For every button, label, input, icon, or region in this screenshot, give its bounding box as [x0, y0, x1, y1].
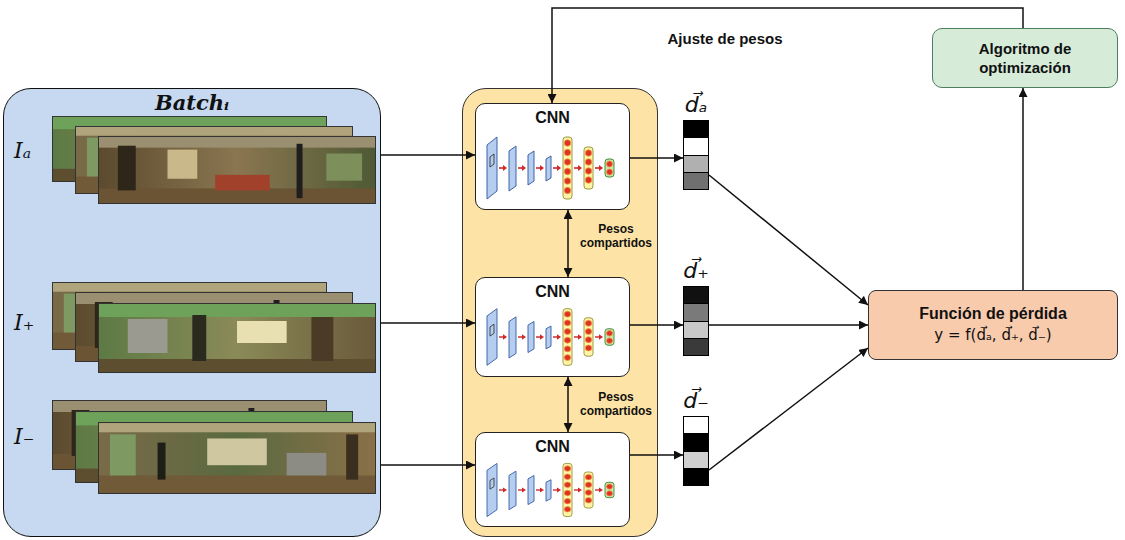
connector-arrow — [630, 157, 683, 159]
optimizer-box: Algoritmo de optimización — [932, 28, 1118, 88]
loss-box: Función de pérdiday = f(d⃗ₐ, d⃗₊, d⃗₋) — [868, 290, 1118, 360]
illustration-part — [381, 8, 1023, 470]
vector-cell — [684, 121, 708, 137]
node-text: Batchᵢ — [4, 89, 380, 115]
illustration-part — [98, 136, 376, 204]
illustration-part — [75, 292, 353, 362]
vector-cells — [683, 120, 709, 190]
connector-arrow — [630, 324, 683, 326]
node-text: d⃗ₐ — [683, 92, 709, 118]
vector-cell — [684, 468, 708, 485]
vector-cell — [684, 303, 708, 320]
descriptor-vector: d⃗₊ — [683, 258, 709, 356]
connector-arrow — [709, 324, 868, 326]
illustration-part — [52, 282, 327, 350]
illustration-part — [75, 126, 353, 194]
image-label: Iₐ — [14, 138, 31, 164]
connector-arrow — [381, 154, 475, 156]
illustration-part — [98, 422, 376, 494]
connector-arrow — [1022, 88, 1024, 290]
vector-cell — [684, 338, 708, 355]
connector-arrow — [709, 175, 868, 305]
cnn-network-icon — [487, 137, 614, 517]
node-text: CNN — [476, 104, 629, 127]
node-text: d⃗₊ — [683, 258, 709, 284]
cnn-box: CNN — [475, 432, 630, 527]
vector-cells — [683, 416, 709, 486]
node-text: y = f(d⃗ₐ, d⃗₊, d⃗₋) — [934, 324, 1051, 346]
image-label: I₊ — [14, 310, 34, 336]
vector-cell — [684, 417, 708, 433]
vector-cell — [684, 321, 708, 338]
connector-arrow — [381, 322, 475, 324]
node-text: CNN — [476, 278, 629, 301]
vector-cell — [684, 155, 708, 172]
illustration-part — [52, 400, 327, 470]
edge-label: Pesos compartidos — [578, 390, 654, 418]
vector-cell — [684, 451, 708, 468]
image-label: I₋ — [14, 424, 34, 450]
vector-cell — [684, 287, 708, 303]
cnn-box: CNN — [475, 277, 630, 377]
edge-label: Ajuste de pesos — [640, 30, 810, 48]
connector-arrow — [709, 348, 868, 470]
node-text: Algoritmo de optimización — [943, 39, 1107, 77]
illustration-part — [75, 411, 353, 483]
image-stack — [52, 282, 376, 373]
vector-cell — [684, 172, 708, 189]
connector-arrow — [630, 454, 683, 456]
node-text: CNN — [476, 433, 629, 456]
descriptor-vector: d⃗ₐ — [683, 92, 709, 190]
cnn-box: CNN — [475, 103, 630, 210]
illustration-part — [487, 463, 614, 516]
illustration-part — [52, 116, 327, 182]
illustration-part — [487, 309, 614, 366]
node-text: d⃗₋ — [683, 388, 709, 414]
vector-cell — [684, 433, 708, 450]
descriptor-vector: d⃗₋ — [683, 388, 709, 486]
connector-arrow — [552, 8, 1023, 103]
vector-cells — [683, 286, 709, 356]
connector-arrow — [567, 210, 569, 277]
vector-cell — [684, 137, 708, 154]
batch-panel: Batchᵢ — [3, 88, 381, 537]
illustration-part — [98, 303, 376, 373]
connector-arrow — [567, 377, 569, 432]
image-stack — [52, 116, 376, 204]
image-stack — [52, 400, 376, 494]
illustration-part — [487, 137, 614, 199]
node-text: Función de pérdida — [919, 304, 1067, 324]
edge-label: Pesos compartidos — [578, 222, 654, 250]
connector-arrow — [381, 464, 475, 466]
